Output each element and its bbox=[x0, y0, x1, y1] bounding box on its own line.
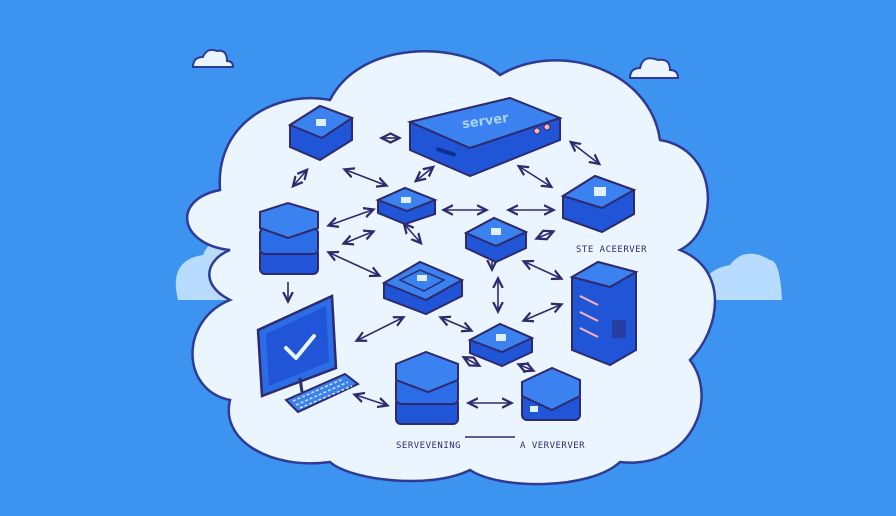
server-icon bbox=[375, 186, 438, 226]
server-icon bbox=[287, 104, 355, 162]
connection-arrows bbox=[288, 138, 598, 438]
bottom-left-label: SERVEVENING bbox=[396, 441, 462, 451]
server-icon bbox=[463, 216, 529, 264]
checkmark-icon bbox=[284, 334, 316, 360]
monitor-icon bbox=[256, 294, 338, 398]
stack-server-icon bbox=[395, 350, 459, 425]
cloud-icon bbox=[700, 253, 782, 300]
stack-server-icon bbox=[521, 366, 581, 421]
server-icon bbox=[406, 96, 563, 178]
small-cloud-icon bbox=[628, 57, 680, 79]
small-cloud-icon bbox=[191, 48, 235, 68]
bottom-right-label: A VERVERVER bbox=[520, 441, 586, 451]
right-label: STE ACEERVER bbox=[576, 245, 648, 255]
keyboard-icon bbox=[284, 372, 360, 414]
hub-icon bbox=[381, 260, 465, 316]
tower-server-icon bbox=[569, 260, 639, 367]
stack-server-icon bbox=[259, 201, 319, 275]
server-icon bbox=[560, 174, 637, 234]
server-icon bbox=[467, 322, 535, 368]
